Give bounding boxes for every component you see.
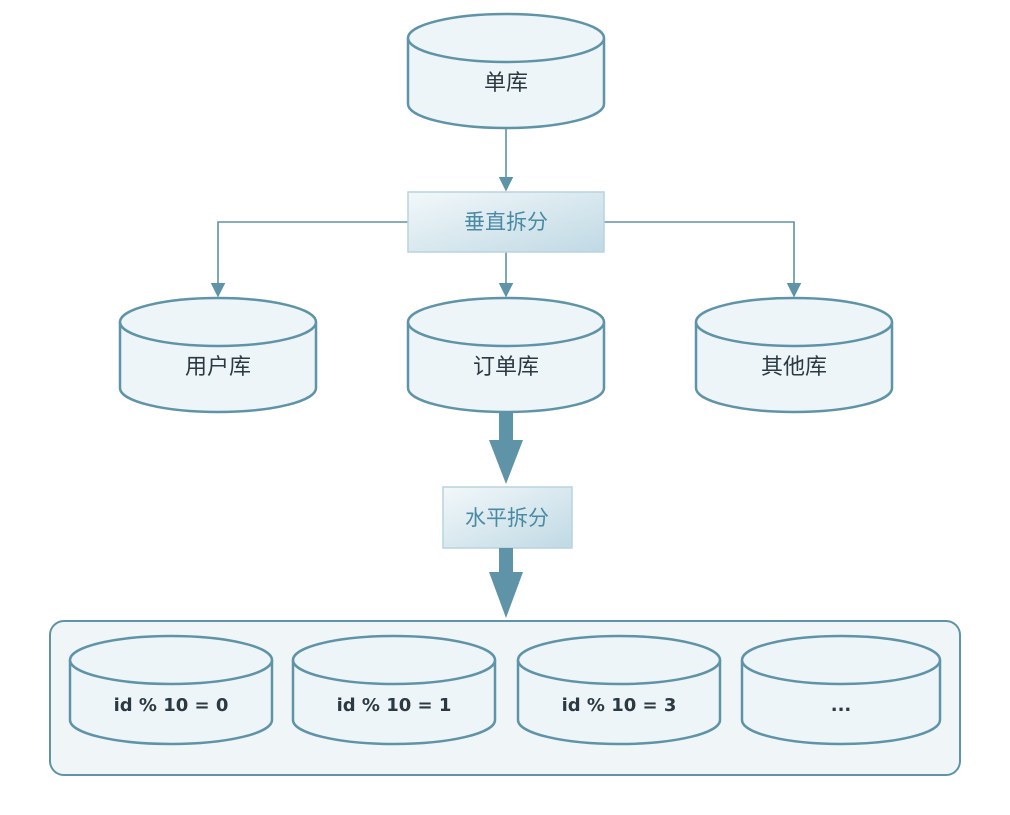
shards-container (49, 620, 961, 776)
shard-label-2: id % 10 = 3 (562, 695, 677, 716)
shard-cylinder-0: id % 10 = 0 (68, 634, 274, 746)
single-db-label: 单库 (484, 71, 528, 96)
single-db-cylinder: 单库 (406, 12, 606, 130)
shard-label-0: id % 10 = 0 (114, 695, 229, 716)
horizontal-split-box: 水平拆分 (442, 486, 573, 549)
thick-arrow-horizontal-to-shards (489, 548, 523, 618)
shard-label-3: ... (831, 695, 852, 716)
connector-vertical-to-other (604, 221, 802, 298)
order-db-label: 订单库 (473, 355, 539, 380)
vertical-split-label: 垂直拆分 (464, 210, 548, 234)
thick-arrow-order-to-horizontal (489, 412, 523, 484)
other-db-label: 其他库 (761, 355, 827, 380)
other-db-cylinder: 其他库 (694, 296, 894, 414)
user-db-label: 用户库 (185, 355, 251, 380)
shard-cylinder-2: id % 10 = 3 (516, 634, 722, 746)
shard-cylinder-1: id % 10 = 1 (291, 634, 497, 746)
shard-cylinder-3: ... (740, 634, 942, 746)
shard-label-1: id % 10 = 1 (337, 695, 452, 716)
connector-vertical-to-user (210, 221, 408, 298)
horizontal-split-label: 水平拆分 (465, 506, 549, 530)
vertical-split-box: 垂直拆分 (407, 191, 605, 253)
user-db-cylinder: 用户库 (118, 296, 318, 414)
connectors (210, 128, 802, 298)
order-db-cylinder: 订单库 (406, 296, 606, 414)
